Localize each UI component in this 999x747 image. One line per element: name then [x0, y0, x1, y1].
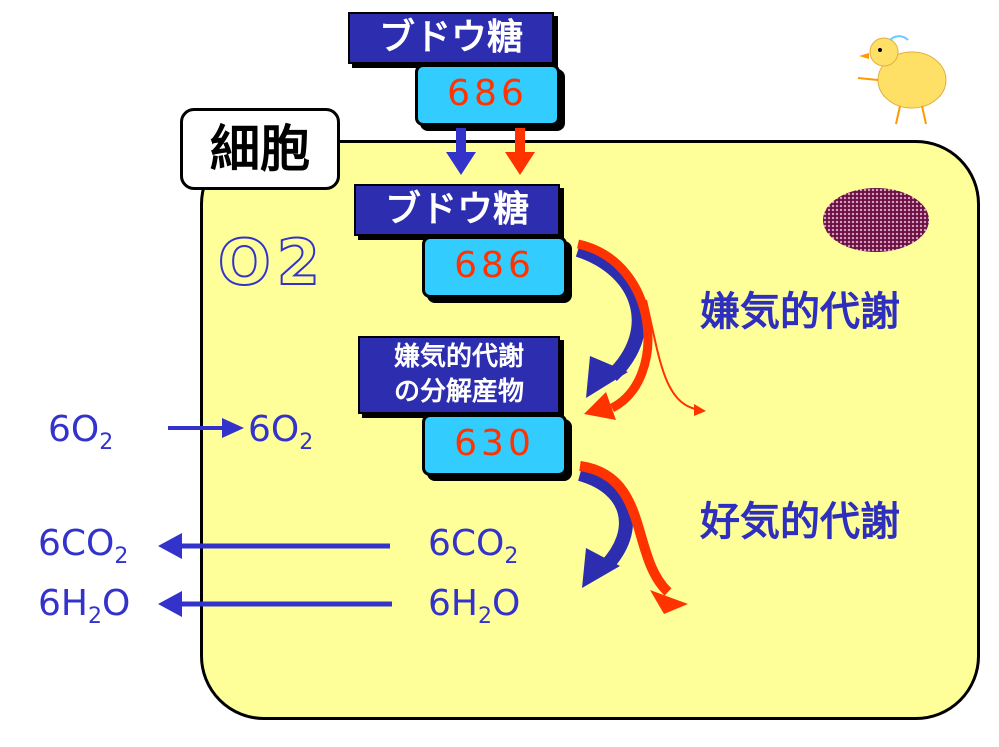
h2o-outside-pre: 6H — [38, 583, 88, 624]
aerobic-process-label: 好気的代謝 — [700, 499, 900, 545]
co2-outflow-arrow — [158, 533, 390, 559]
co2-inside-sub: 2 — [504, 544, 519, 569]
cell-label: 細胞 — [180, 108, 340, 190]
o2-inside-sub: 2 — [299, 430, 314, 455]
glucose-value-inner: 686 — [422, 236, 567, 298]
o2-label: O2 — [217, 226, 326, 299]
co2-inside-text: 6CO — [428, 523, 505, 564]
co2-outside: 6CO2 — [38, 524, 128, 577]
co2-inside: 6CO2 — [428, 524, 518, 577]
h2o-inside-post: O — [491, 583, 521, 624]
o2-outside: 6O2 — [48, 410, 113, 463]
anaerobic-process-label: 嫌気的代謝 — [700, 289, 900, 335]
h2o-outside-sub: 2 — [87, 604, 102, 629]
h2o-inside-pre: 6H — [428, 583, 478, 624]
chick-icon — [857, 35, 947, 125]
h2o-outflow-arrow — [158, 591, 392, 617]
o2-inside: 6O2 — [248, 410, 313, 463]
glucose-label-inner: ブドウ糖 — [354, 184, 560, 236]
o2-inside-text: 6O — [248, 409, 300, 450]
anaerobic-products-label: 嫌気的代謝 の分解産物 — [358, 336, 560, 414]
h2o-outside-post: O — [101, 583, 131, 624]
h2o-outside: 6H2O — [38, 584, 130, 637]
anaerobic-red-curve-arrow — [576, 239, 706, 420]
h2o-inside-sub: 2 — [477, 604, 492, 629]
anaerobic-value: 630 — [422, 414, 567, 476]
aerobic-blue-curve-arrow — [577, 467, 633, 588]
glucose-down-arrow-red — [505, 128, 535, 175]
aerobic-red-curve-arrow — [579, 461, 688, 614]
glucose-label-top: ブドウ糖 — [348, 12, 554, 64]
o2-outside-sub: 2 — [99, 430, 114, 455]
co2-outside-text: 6CO — [38, 523, 115, 564]
nucleus — [823, 188, 929, 252]
glucose-value-top: 686 — [415, 64, 560, 126]
co2-outside-sub: 2 — [114, 544, 129, 569]
anaerobic-products-line2: の分解産物 — [393, 377, 524, 407]
glucose-down-arrow-blue — [446, 128, 476, 175]
h2o-inside: 6H2O — [428, 584, 520, 637]
o2-inflow-arrow — [168, 418, 244, 438]
anaerobic-products-line1: 嫌気的代謝 — [393, 342, 524, 372]
anaerobic-blue-curve-arrow — [575, 243, 646, 398]
o2-outside-text: 6O — [48, 409, 100, 450]
